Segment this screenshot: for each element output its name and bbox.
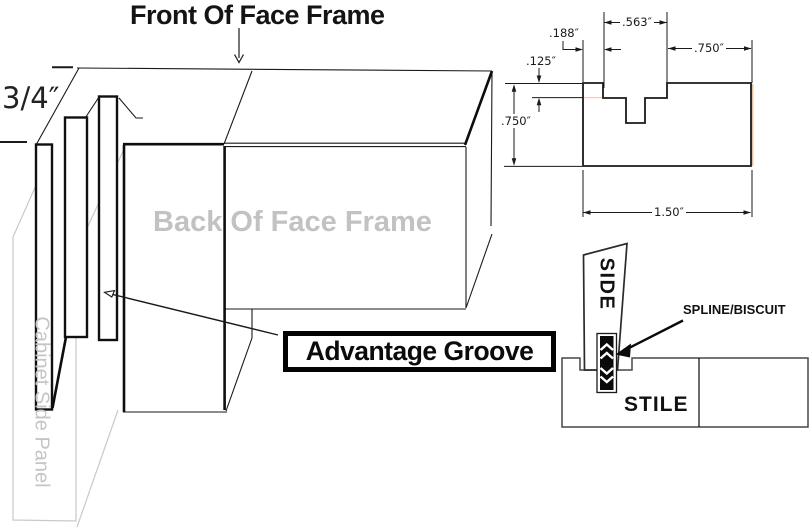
back-of-face-frame-watermark: Back Of Face Frame (153, 206, 432, 238)
stile-board-label: STILE (624, 393, 689, 416)
cabinet-side-panel-watermark: Cabinet Side Panel (30, 316, 53, 488)
front-pointer-arrow (233, 28, 245, 64)
spline-leader-arrow (615, 319, 684, 358)
side-board-label: SIDE (595, 257, 618, 311)
spline-biscuit (599, 336, 614, 390)
dim-right-width: .750″ (692, 41, 726, 55)
cross-section-profile (582, 82, 754, 167)
thickness-dimension-ticks (0, 66, 73, 143)
dim-total-width: 1.50″ (652, 205, 686, 219)
spline-biscuit-label: SPLINE/BISCUIT (683, 302, 786, 317)
groove-spline-strips (34, 95, 143, 411)
dim-groove-width: .563″ (620, 15, 654, 29)
dim-edge-offset: .188″ (549, 26, 579, 40)
groove-leader-arrow (103, 289, 279, 336)
face-frame-thin-lines (35, 67, 493, 413)
advantage-groove-callout: Advantage Groove (283, 331, 556, 372)
face-frame-bold-lines (122, 70, 494, 412)
dim-height: .750″ (499, 114, 533, 128)
stile-board (561, 357, 809, 428)
cross-section-extension-lines (504, 12, 753, 217)
joint-detail (561, 242, 809, 428)
front-of-face-frame-label: Front Of Face Frame (130, 0, 385, 30)
dim-groove-depth: .125″ (526, 54, 556, 68)
thickness-dimension-label: 3/4″ (2, 81, 60, 115)
